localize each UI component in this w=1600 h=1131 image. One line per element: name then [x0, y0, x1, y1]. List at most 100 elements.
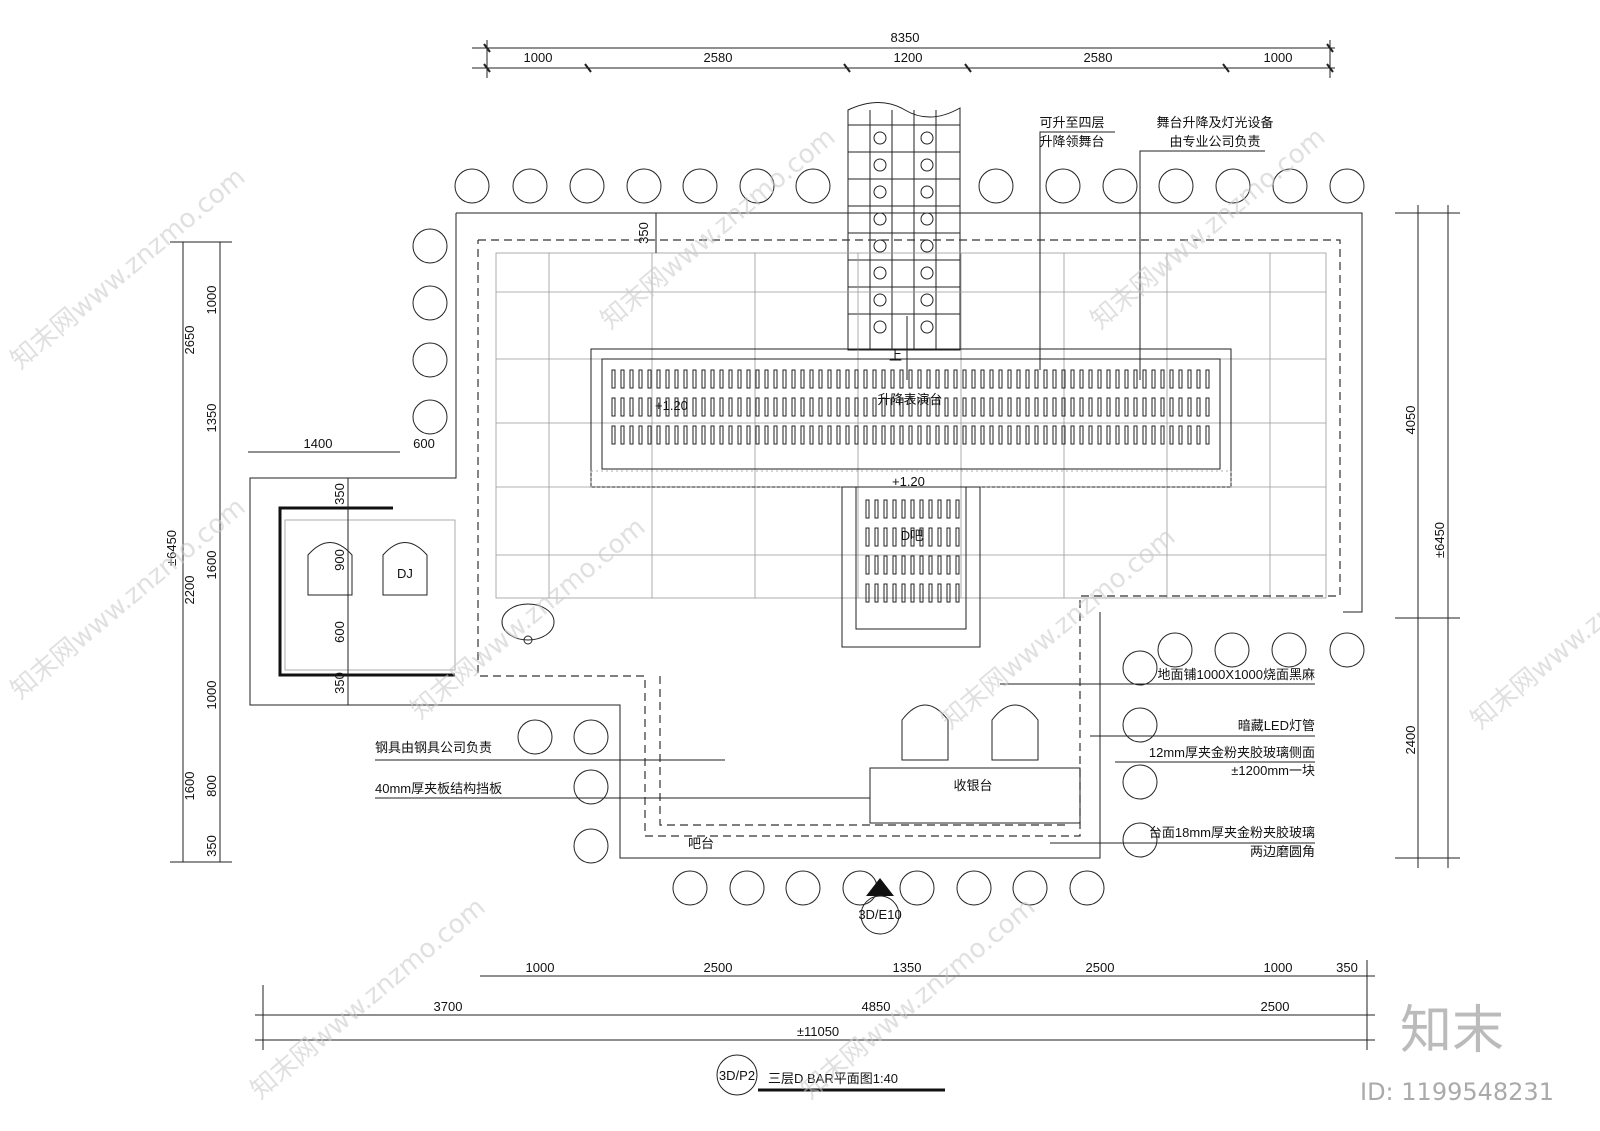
stage-slot: [665, 369, 670, 389]
stage-slot: [665, 397, 670, 417]
stage-slot: [710, 397, 715, 417]
stage-slot: [656, 369, 661, 389]
stage-slot: [755, 425, 760, 445]
dim-top-5: 1000: [1264, 50, 1293, 65]
dbar-slot: [892, 499, 897, 519]
dim-stage-offset: 350: [636, 222, 651, 244]
dbar-slot: [928, 527, 933, 547]
stage-slot: [1178, 397, 1183, 417]
stage-slot: [827, 369, 832, 389]
dbar-slot: [919, 527, 924, 547]
stage-slot: [1052, 425, 1057, 445]
bar-stool: [1102, 168, 1138, 204]
note-board: 40mm厚夹板结构挡板: [375, 781, 502, 796]
stage-slot: [845, 397, 850, 417]
note-lift-1: 可升至四层: [1039, 115, 1104, 130]
note-glass-top-1: 台面18mm厚夹金粉夹胶玻璃: [1149, 825, 1315, 840]
stage-slot: [944, 425, 949, 445]
bar-stool: [1122, 707, 1158, 743]
stage-slot: [890, 369, 895, 389]
dbar-slot: [883, 499, 888, 519]
stage-slot: [1205, 397, 1210, 417]
stage-slot: [1079, 369, 1084, 389]
stage-slot: [1106, 369, 1111, 389]
stage-slot: [1052, 369, 1057, 389]
stage-slot: [791, 397, 796, 417]
stage-slot: [1151, 425, 1156, 445]
bar-stool: [739, 168, 775, 204]
bar-stool: [1012, 870, 1048, 906]
stage-slot: [1196, 425, 1201, 445]
bar-label: 吧台: [688, 836, 714, 851]
stage-slot: [809, 369, 814, 389]
bar-stool: [1271, 632, 1307, 668]
stage-slot: [1061, 369, 1066, 389]
dbar-slot: [928, 499, 933, 519]
bar-stool: [573, 828, 609, 864]
stage-slot: [1025, 397, 1030, 417]
up-label: 上: [889, 348, 902, 363]
stage-slot: [647, 425, 652, 445]
dim-dj-h4: 350: [332, 672, 347, 694]
stage-slot: [998, 397, 1003, 417]
stage-slot: [629, 425, 634, 445]
stage-slot: [746, 397, 751, 417]
dj-booth: DJ 1400 600 350 900 600 350: [248, 436, 456, 705]
dbar-slot: [883, 583, 888, 603]
dbar-slot: [946, 555, 951, 575]
bar-stool: [978, 168, 1014, 204]
stage-slot: [899, 397, 904, 417]
stage-slot: [710, 425, 715, 445]
stage-slot: [818, 425, 823, 445]
dim-dj-h2: 900: [332, 549, 347, 571]
stage-slot: [692, 369, 697, 389]
dim-left-outer-1: 2650: [182, 326, 197, 355]
dbar-slot: [955, 583, 960, 603]
dbar-slot: [865, 583, 870, 603]
stage-slot: [917, 425, 922, 445]
stage-slot: [1142, 369, 1147, 389]
dbar-slot: [928, 583, 933, 603]
stage-slot: [611, 397, 616, 417]
stage-slot: [611, 425, 616, 445]
stage-slot: [629, 369, 634, 389]
dbar-slot: [901, 583, 906, 603]
stage-slot: [944, 397, 949, 417]
stage-slot: [1142, 397, 1147, 417]
bar-stool: [1158, 168, 1194, 204]
bar-stool: [672, 870, 708, 906]
stage-slot: [683, 425, 688, 445]
dbar-slot: [910, 583, 915, 603]
stage-slot: [656, 397, 661, 417]
dim-top-3: 1200: [894, 50, 923, 65]
stage-slot: [1196, 397, 1201, 417]
note-glass-side-2: ±1200mm一块: [1231, 763, 1315, 778]
shaft-light-circle: [873, 158, 887, 172]
stage-slot: [620, 369, 625, 389]
stage-slot: [611, 369, 616, 389]
stage-slot: [1097, 425, 1102, 445]
dbar-slot: [883, 555, 888, 575]
dim-top-total: 8350: [891, 30, 920, 45]
dim-dj-h1: 350: [332, 483, 347, 505]
dim-right-1: 4050: [1403, 406, 1418, 435]
stage-slot: [908, 397, 913, 417]
stage-slot: [971, 425, 976, 445]
stage-slot: [1025, 425, 1030, 445]
shaft-light-circle: [873, 131, 887, 145]
dbar-slot: [892, 555, 897, 575]
stage-slot: [899, 369, 904, 389]
stage-slot: [1016, 425, 1021, 445]
stage-slot: [800, 369, 805, 389]
stage-slot: [1079, 425, 1084, 445]
bar-stool: [569, 168, 605, 204]
bar-stool: [1045, 168, 1081, 204]
dbar-slot: [955, 527, 960, 547]
watermark-id: ID: 1199548231: [1360, 1078, 1554, 1106]
dim-left-total: ±6450: [164, 530, 179, 566]
stage-slot: [719, 369, 724, 389]
watermark-site-4: 知末网www.znzmo.com: [5, 492, 251, 705]
stage-slot: [647, 397, 652, 417]
sink: [501, 603, 555, 645]
